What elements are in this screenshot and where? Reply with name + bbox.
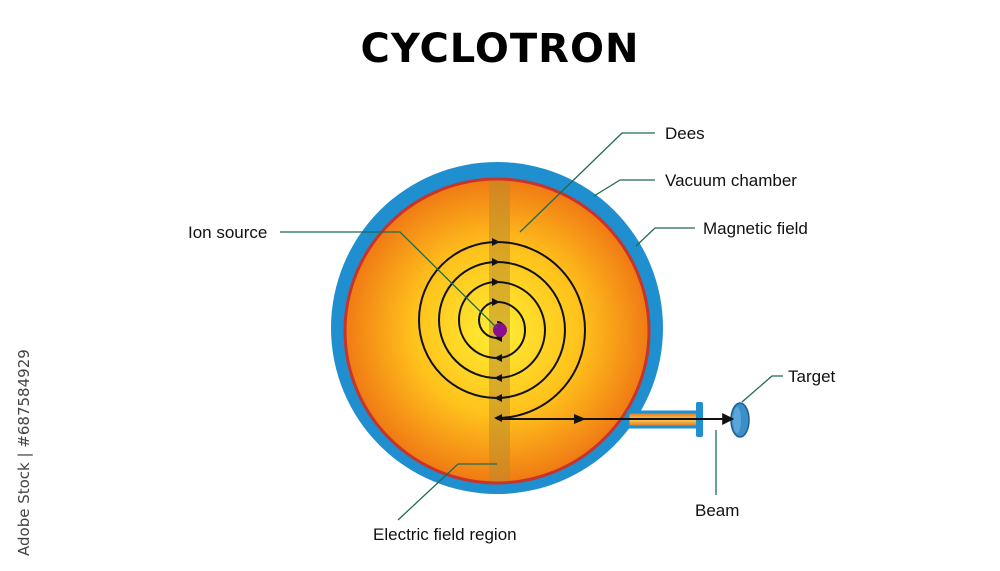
target-leader (741, 375, 783, 403)
spiral-direction-arrow (494, 394, 502, 402)
stock-credit: Adobe Stock | #687584929 (15, 349, 33, 556)
page-title: CYCLOTRON (361, 26, 640, 72)
ion-source-leader (280, 231, 498, 329)
dees-leader (519, 132, 655, 233)
label-dees: Dees (665, 124, 705, 143)
label-target: Target (788, 367, 836, 386)
label-magnetic-field: Magnetic field (703, 219, 808, 238)
spiral-direction-arrow (492, 298, 500, 306)
electric-field-leader (397, 463, 497, 521)
label-electric-field-region: Electric field region (373, 525, 517, 544)
spiral-path (418, 240, 586, 419)
spiral-direction-arrow (494, 374, 502, 382)
vacuum-chamber-leader (593, 179, 655, 197)
spiral-direction-arrow (492, 278, 500, 286)
spiral-direction-arrow (492, 258, 500, 266)
beam-mid-arrow (574, 414, 586, 424)
target-disc-face (733, 407, 741, 433)
label-beam: Beam (695, 501, 739, 520)
ion-source-dot (493, 323, 507, 337)
magnetic-field-leader (635, 227, 695, 247)
spiral-direction-arrow (492, 238, 500, 246)
label-vacuum-chamber: Vacuum chamber (665, 171, 797, 190)
spiral-direction-arrow (494, 354, 502, 362)
label-ion-source: Ion source (188, 223, 267, 242)
